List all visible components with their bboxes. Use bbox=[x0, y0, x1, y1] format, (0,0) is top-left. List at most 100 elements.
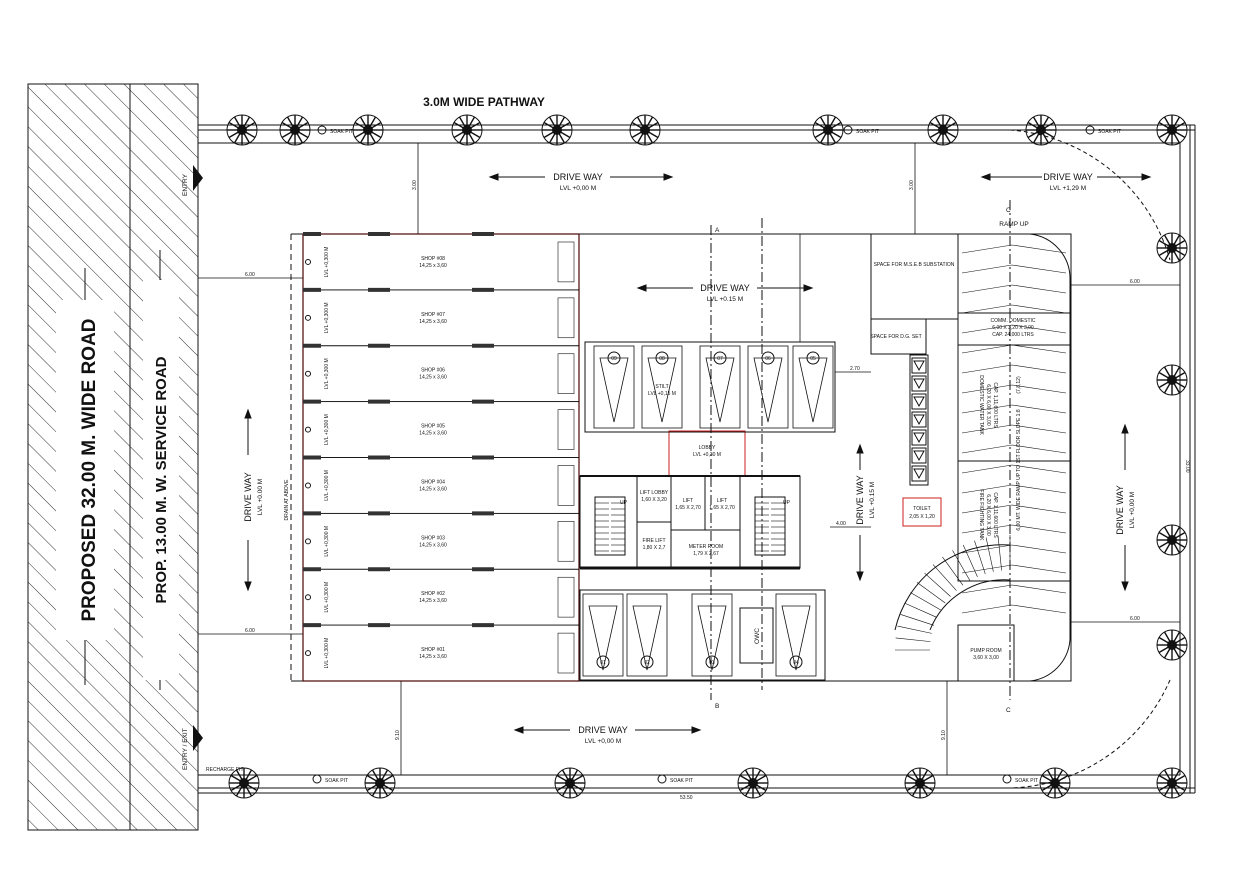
drain-label: DRAIN AT ABOVE bbox=[284, 479, 290, 521]
parking-number: 04 bbox=[793, 660, 799, 666]
tree-icon bbox=[737, 767, 769, 799]
driveway-top-right-level: LVL +1,29 M bbox=[1050, 185, 1086, 192]
meter-box bbox=[911, 375, 927, 392]
lobby-label: LOBBY bbox=[699, 445, 716, 451]
pump-room-label: PUMP ROOM bbox=[970, 648, 1001, 654]
soak-pit: SOAK PIT bbox=[1085, 125, 1121, 135]
tree-icon bbox=[812, 114, 844, 146]
driveway-inner-right-level: LVL +0.15 M bbox=[869, 482, 876, 518]
shop-size: 14,25 x 3,60 bbox=[419, 263, 447, 269]
stair-up-label-2: UP bbox=[783, 500, 791, 506]
parking-number: 08 bbox=[659, 356, 665, 362]
parking-space: 04 bbox=[775, 593, 817, 677]
driveway-bottom-level: LVL +0,00 M bbox=[585, 738, 621, 745]
parking-space: 02 bbox=[626, 593, 668, 677]
shop-name: SHOP #08 bbox=[421, 256, 445, 262]
parking-number: 05 bbox=[810, 356, 816, 362]
driveway-arrows bbox=[244, 173, 1152, 734]
staircase bbox=[595, 496, 625, 552]
lift-lobby-size: 1,60 X 3,20 bbox=[641, 497, 667, 503]
driveway-inner-top-level: LVL +0.15 M bbox=[707, 296, 743, 303]
owc-box bbox=[739, 607, 774, 664]
driveway-inner-right-label: DRIVE WAY bbox=[855, 475, 865, 525]
parking-space: 01 bbox=[582, 593, 624, 677]
stilt-level: LVL +0,15 M bbox=[648, 391, 676, 397]
section-mark-c: C bbox=[1006, 207, 1011, 214]
tree-icon bbox=[228, 767, 260, 799]
parking-number: 03 bbox=[709, 660, 715, 666]
shop-level: LVL +0,300 M bbox=[324, 414, 330, 445]
parking-space: 07 bbox=[699, 345, 741, 429]
svg-text:ENTRY: ENTRY bbox=[182, 173, 189, 196]
comm-domestic-size: 6,00 X 3,20 X 3,00 bbox=[992, 325, 1034, 331]
parking-number: 09 bbox=[611, 356, 617, 362]
dim-270: 2.70 bbox=[850, 366, 860, 372]
tree-icon bbox=[279, 114, 311, 146]
shop-name: SHOP #06 bbox=[421, 368, 445, 374]
parking-bottom-row: 01 02 03 04 bbox=[582, 593, 817, 677]
firefighting-tank-label: FIRE FIGHTING TANK bbox=[978, 490, 984, 542]
driveway-top-left-label: DRIVE WAY bbox=[553, 172, 603, 182]
firefighting-tank-cap: CAP. 1,11,600 LTRS bbox=[992, 492, 998, 538]
entry-marker-top: ENTRY bbox=[182, 165, 203, 196]
shop-level: LVL +0,300 M bbox=[324, 302, 330, 333]
parking-number: 01 bbox=[600, 660, 606, 666]
lift2-size: 1,65 X 2,70 bbox=[709, 505, 735, 511]
lift2-label: LIFT bbox=[717, 498, 727, 504]
shop-level: LVL +0,300 M bbox=[324, 638, 330, 669]
shop-name: SHOP #04 bbox=[421, 479, 445, 485]
tree-icon bbox=[1156, 767, 1188, 799]
meter-room-size: 1,79 X 2,67 bbox=[693, 551, 719, 557]
ramp-up-label: RAMP UP bbox=[999, 221, 1029, 228]
tree-icon bbox=[1156, 524, 1188, 556]
tree-icon bbox=[927, 114, 959, 146]
domestic-tank-cap: CAP. 1,11,600 LTRS bbox=[992, 382, 998, 428]
comm-domestic-cap: CAP. 24,000 LTRS bbox=[992, 332, 1034, 338]
trees bbox=[226, 114, 1188, 799]
main-road-label: PROPOSED 32.00 M. WIDE ROAD bbox=[79, 318, 100, 621]
tree-icon bbox=[352, 114, 384, 146]
dim-400: 4.00 bbox=[836, 521, 846, 527]
domestic-tank-size: 6,20 X 6,00 X 3,00 bbox=[985, 384, 991, 426]
stair-up-label-1: UP bbox=[620, 500, 628, 506]
tree-icon bbox=[451, 114, 483, 146]
pathway-label: 3.0M WIDE PATHWAY bbox=[423, 95, 545, 109]
parking-space: 08 bbox=[641, 345, 683, 429]
soak-pit-label: SOAK PIT bbox=[670, 778, 693, 784]
meter-box bbox=[911, 411, 927, 428]
driveway-top-left-level: LVL +0,00 M bbox=[560, 185, 596, 192]
parking-space: 09 bbox=[593, 345, 635, 429]
lift1-size: 1,65 X 2,70 bbox=[675, 505, 701, 511]
meter-box bbox=[911, 357, 927, 374]
shop-size: 14,25 x 3,60 bbox=[419, 486, 447, 492]
shop-size: 14,25 x 3,60 bbox=[419, 431, 447, 437]
substation-label: SPACE FOR M.S.E.B SUBSTATION bbox=[874, 262, 955, 268]
staircase bbox=[755, 496, 785, 552]
firefighting-tank-size: 6,20 X 6,00 X 3,00 bbox=[985, 494, 991, 536]
dim-right-bottom: 6.00 bbox=[1130, 616, 1140, 622]
meter-box bbox=[911, 447, 927, 464]
driveway-left-label: DRIVE WAY bbox=[243, 472, 253, 522]
dim-bottom-left: 9.10 bbox=[395, 730, 401, 740]
parking-number: 06 bbox=[765, 356, 771, 362]
soak-pit-label: SOAK PIT bbox=[1098, 129, 1121, 135]
parking-number: 07 bbox=[717, 356, 723, 362]
dim-left-top: 6.00 bbox=[245, 272, 255, 278]
driveway-bottom-label: DRIVE WAY bbox=[578, 725, 628, 735]
tree-icon bbox=[364, 767, 396, 799]
dim-right-total: 33.00 bbox=[1184, 460, 1190, 473]
shop-level: LVL +0,300 M bbox=[324, 247, 330, 278]
shop-name: SHOP #05 bbox=[421, 424, 445, 430]
ramp-note: 6,00 MT. WIDE RAMP UP TO 1ST FLOOR SLOPE… bbox=[1016, 409, 1022, 530]
meter-box bbox=[911, 429, 927, 446]
driveway-inner-top-label: DRIVE WAY bbox=[700, 283, 750, 293]
meter-box bbox=[911, 465, 927, 482]
site-boundary bbox=[197, 124, 1196, 794]
